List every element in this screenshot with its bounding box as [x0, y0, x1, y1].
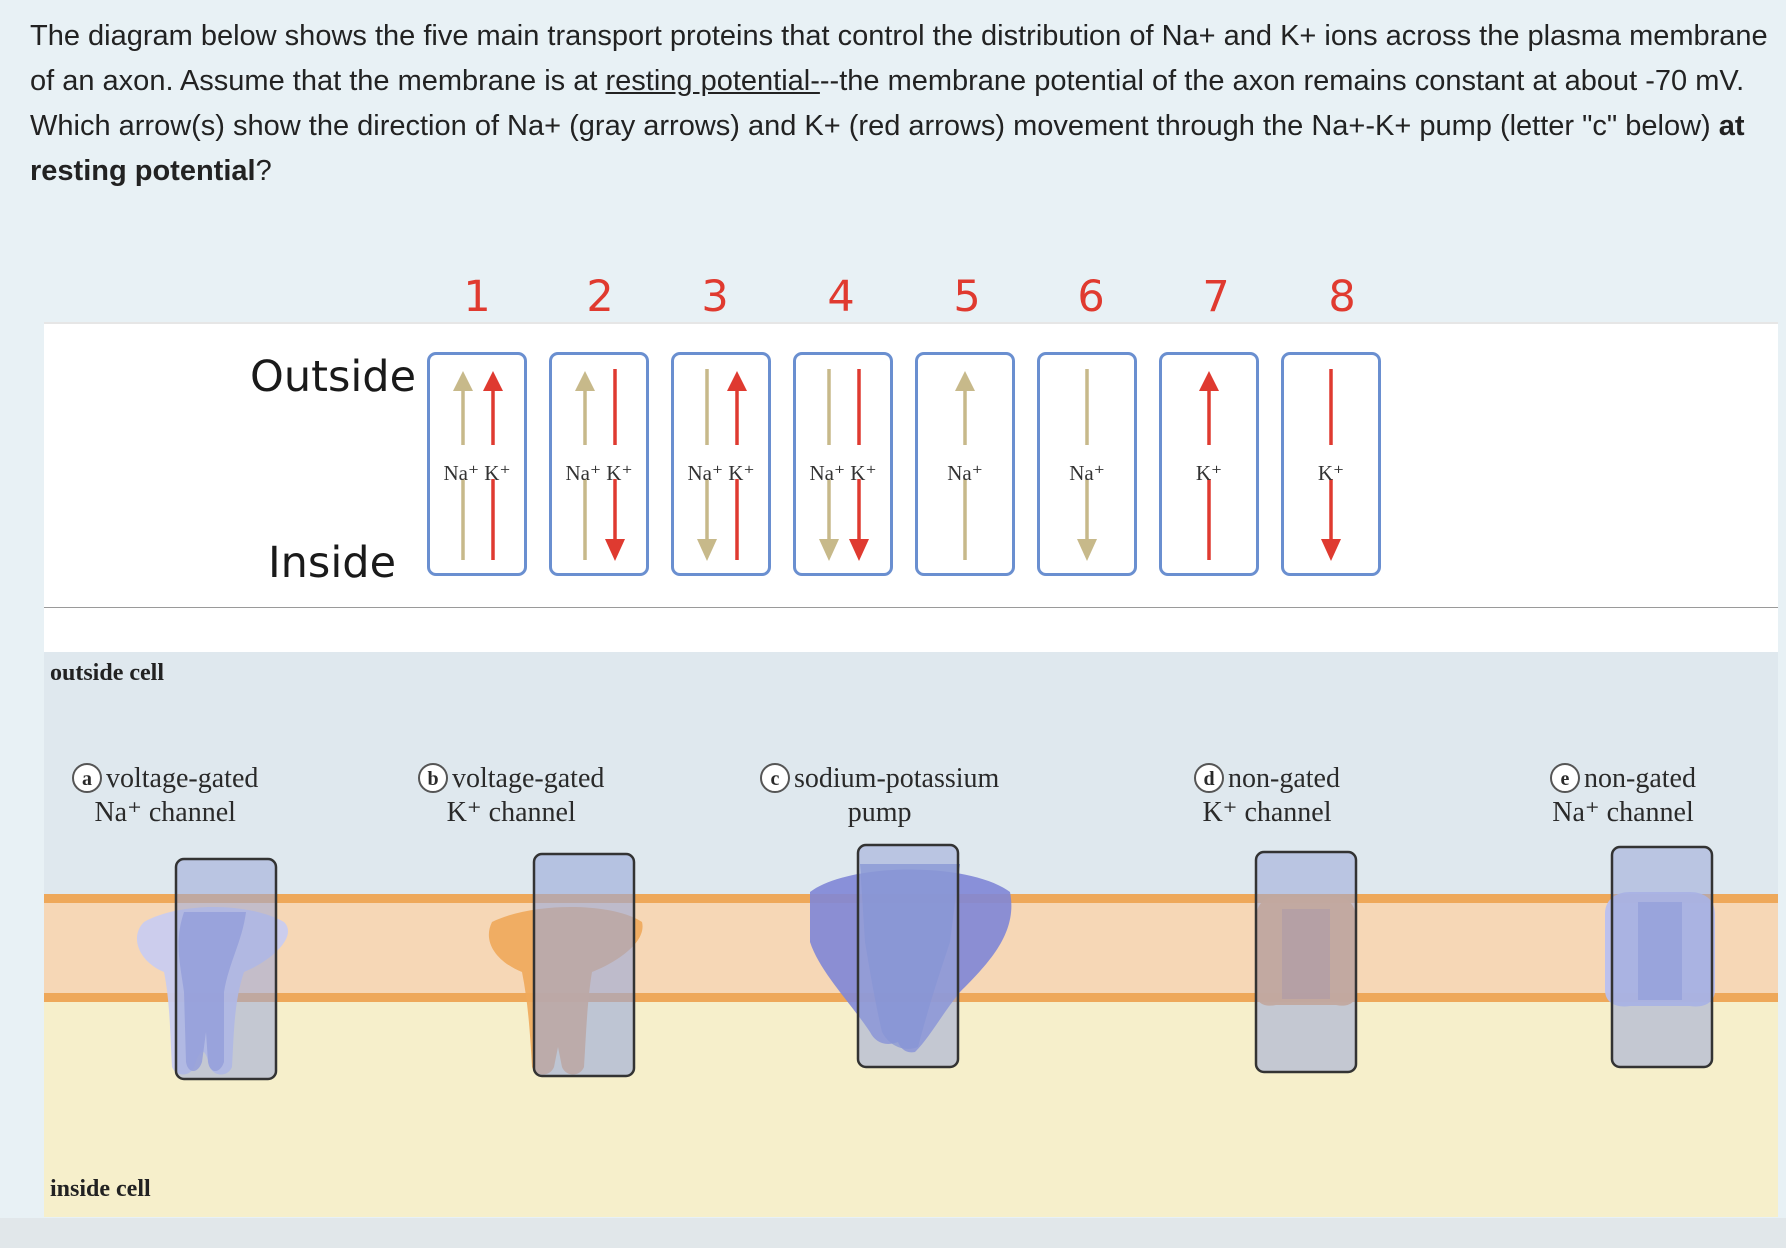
arrow-out: [453, 371, 473, 560]
arrow-graphic: [697, 369, 747, 561]
question-text-part: The diagram below shows the five main tr…: [30, 20, 1768, 97]
ion-label: K⁺: [1195, 461, 1223, 485]
arrow-out: [483, 371, 503, 560]
ion-label: Na⁺: [1069, 461, 1105, 485]
question-paragraph-1: The diagram below shows the five main tr…: [30, 14, 1770, 104]
protein-label-line: voltage-gated: [452, 763, 605, 794]
arrow-graphic: [575, 369, 625, 561]
option-number-4: 4: [827, 272, 855, 322]
question-text-part: ?: [255, 155, 272, 187]
page-bottom-strip: [0, 1218, 1786, 1248]
ion-label: Na⁺ K⁺: [687, 461, 755, 485]
arrow-option-5[interactable]: Na⁺: [915, 352, 1015, 576]
option-number-8: 8: [1328, 272, 1356, 322]
protein-label-line: Na⁺ channel: [1552, 797, 1694, 828]
arrow-option-8[interactable]: K⁺: [1281, 352, 1381, 576]
arrow-option-7[interactable]: K⁺: [1159, 352, 1259, 576]
outside-label: Outside: [250, 352, 417, 402]
arrow-out: [575, 371, 595, 560]
protein-label-line: voltage-gated: [106, 763, 259, 794]
arrow-graphic: [1199, 371, 1219, 560]
resting-potential-link[interactable]: resting potential-: [605, 65, 820, 97]
letter-badge: c: [760, 763, 790, 793]
non-gated-na-channel: [1605, 845, 1715, 1069]
protein-label-line: Na⁺ channel: [94, 797, 236, 828]
arrow-graphic: [1321, 369, 1341, 561]
inside-label: Inside: [268, 538, 397, 588]
arrow-in: [849, 369, 869, 561]
non-gated-k-channel: [1254, 850, 1358, 1074]
arrow-in: [605, 369, 625, 561]
protein-label-line: non-gated: [1584, 763, 1696, 794]
option-number-7: 7: [1202, 272, 1230, 322]
letter-badge: d: [1194, 763, 1224, 793]
arrow-in: [819, 369, 839, 561]
letter-badge: b: [418, 763, 448, 793]
question-text-part: --the membrane potential of the axon rem…: [819, 65, 1745, 97]
arrow-option-1[interactable]: Na⁺ K⁺: [427, 352, 527, 576]
arrow-option-2[interactable]: Na⁺ K⁺: [549, 352, 649, 576]
question-paragraph-2: Which arrow(s) show the direction of Na+…: [30, 104, 1770, 194]
arrow-option-3[interactable]: Na⁺ K⁺: [671, 352, 771, 576]
arrow-graphic: [955, 371, 975, 560]
arrow-graphic: [819, 369, 869, 561]
arrow-graphic: [453, 371, 503, 560]
arrow-option-4[interactable]: Na⁺ K⁺: [793, 352, 893, 576]
question-text: The diagram below shows the five main tr…: [30, 14, 1770, 194]
arrow-option-6[interactable]: Na⁺: [1037, 352, 1137, 576]
letter-badge: a: [72, 763, 102, 793]
arrow-out: [955, 371, 975, 560]
protein-label-line: pump: [847, 797, 912, 828]
arrow-graphic: [1077, 369, 1097, 561]
ion-label: Na⁺ K⁺: [565, 461, 633, 485]
sodium-potassium-pump: [810, 843, 1012, 1069]
ion-label: K⁺: [1317, 461, 1345, 485]
ion-label: Na⁺: [947, 461, 983, 485]
voltage-gated-na-channel: [136, 857, 289, 1081]
question-emphasis: at resting potential: [30, 110, 1745, 187]
ion-label: Na⁺ K⁺: [443, 461, 511, 485]
inside-cell-label: inside cell: [50, 1176, 151, 1202]
arrow-in: [1321, 369, 1341, 561]
arrow-options-panel: [44, 322, 1778, 610]
protein-label-line: non-gated: [1228, 763, 1340, 794]
option-number-1: 1: [463, 272, 491, 322]
protein-label-line: K⁺ channel: [446, 797, 576, 828]
arrow-in: [697, 369, 717, 561]
option-number-6: 6: [1077, 272, 1105, 322]
arrow-out: [727, 371, 747, 560]
ion-label: Na⁺ K⁺: [809, 461, 877, 485]
letter-badge: e: [1550, 763, 1580, 793]
protein-label-line: sodium-potassium: [794, 763, 1000, 794]
arrow-out: [1199, 371, 1219, 560]
voltage-gated-k-channel: [488, 852, 643, 1078]
arrow-in: [1077, 369, 1097, 561]
question-text-part: Which arrow(s) show the direction of Na+…: [30, 110, 1719, 142]
option-number-5: 5: [953, 272, 981, 322]
panel-gap: [44, 608, 1778, 652]
protein-label-line: K⁺ channel: [1202, 797, 1332, 828]
option-number-2: 2: [586, 272, 614, 322]
option-number-3: 3: [701, 272, 729, 322]
outside-cell-label: outside cell: [50, 660, 164, 686]
